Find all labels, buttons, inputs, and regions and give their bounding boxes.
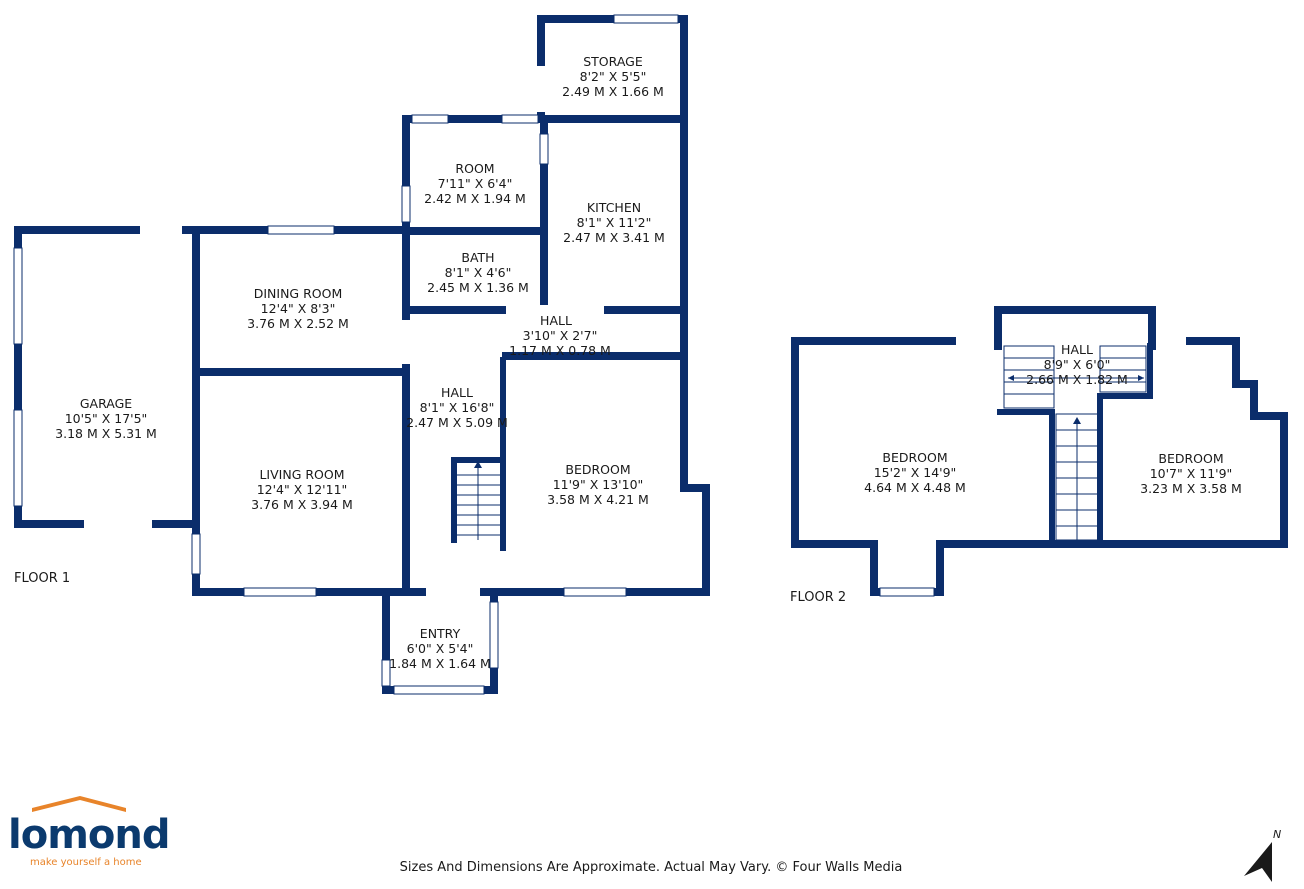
room-imperial: 10'7" X 11'9" <box>1150 466 1233 481</box>
room-name: DINING ROOM <box>254 286 343 301</box>
room-name: BATH <box>461 250 494 265</box>
room-room: ROOM 7'11" X 6'4" 2.42 M X 1.94 M <box>424 161 526 206</box>
brand-tagline: make yourself a home <box>30 857 142 868</box>
room-name: STORAGE <box>583 54 643 69</box>
room-name: HALL <box>441 385 473 400</box>
room-metric: 2.42 M X 1.94 M <box>424 191 526 206</box>
room-metric: 2.47 M X 3.41 M <box>563 230 665 245</box>
floor-1-label: FLOOR 1 <box>14 571 70 586</box>
room-imperial: 12'4" X 8'3" <box>261 301 336 316</box>
room-dining-room: DINING ROOM 12'4" X 8'3" 3.76 M X 2.52 M <box>247 286 349 331</box>
room-living-room: LIVING ROOM 12'4" X 12'11" 3.76 M X 3.94… <box>251 467 353 512</box>
room-imperial: 8'1" X 4'6" <box>445 265 512 280</box>
room-metric: 1.84 M X 1.64 M <box>389 656 491 671</box>
room-metric: 3.58 M X 4.21 M <box>547 492 649 507</box>
floor-1-openings <box>84 66 604 597</box>
room-metric: 3.76 M X 2.52 M <box>247 316 349 331</box>
room-metric: 3.18 M X 5.31 M <box>55 426 157 441</box>
roof-icon <box>32 796 126 812</box>
room-bedroom-1: BEDROOM 11'9" X 13'10" 3.58 M X 4.21 M <box>547 462 649 507</box>
room-metric: 2.45 M X 1.36 M <box>427 280 529 295</box>
room-imperial: 12'4" X 12'11" <box>257 482 348 497</box>
room-name: GARAGE <box>80 396 132 411</box>
room-name: HALL <box>1061 342 1093 357</box>
room-name: ENTRY <box>420 626 461 641</box>
compass-label: N <box>1273 828 1281 841</box>
room-hall-small: HALL 3'10" X 2'7" 1.17 M X 0.78 M <box>509 313 611 358</box>
room-metric: 1.17 M X 0.78 M <box>509 343 611 358</box>
room-bedroom-2: BEDROOM 15'2" X 14'9" 4.64 M X 4.48 M <box>864 450 966 495</box>
room-imperial: 8'1" X 11'2" <box>577 215 652 230</box>
room-metric: 4.64 M X 4.48 M <box>864 480 966 495</box>
room-name: BEDROOM <box>882 450 947 465</box>
room-hall-upper: HALL 8'9" X 6'0" 2.66 M X 1.82 M <box>1026 342 1128 387</box>
room-imperial: 7'11" X 6'4" <box>438 176 513 191</box>
room-imperial: 15'2" X 14'9" <box>874 465 957 480</box>
north-arrow-icon: N <box>1244 828 1281 882</box>
room-hall: HALL 8'1" X 16'8" 2.47 M X 5.09 M <box>406 385 508 430</box>
room-imperial: 6'0" X 5'4" <box>407 641 474 656</box>
room-garage: GARAGE 10'5" X 17'5" 3.18 M X 5.31 M <box>55 396 157 441</box>
room-name: ROOM <box>455 161 494 176</box>
floor-1-windows <box>13 14 679 695</box>
room-metric: 3.76 M X 3.94 M <box>251 497 353 512</box>
room-imperial: 10'5" X 17'5" <box>65 411 148 426</box>
room-name: HALL <box>540 313 572 328</box>
room-imperial: 8'9" X 6'0" <box>1044 357 1111 372</box>
room-bedroom-3: BEDROOM 10'7" X 11'9" 3.23 M X 3.58 M <box>1140 451 1242 496</box>
room-storage: STORAGE 8'2" X 5'5" 2.49 M X 1.66 M <box>562 54 664 99</box>
room-name: BEDROOM <box>1158 451 1223 466</box>
room-name: LIVING ROOM <box>259 467 344 482</box>
room-name: KITCHEN <box>587 200 641 215</box>
disclaimer-text: Sizes And Dimensions Are Approximate. Ac… <box>400 860 903 875</box>
room-metric: 2.66 M X 1.82 M <box>1026 372 1128 387</box>
room-metric: 2.49 M X 1.66 M <box>562 84 664 99</box>
room-metric: 3.23 M X 3.58 M <box>1140 481 1242 496</box>
room-metric: 2.47 M X 5.09 M <box>406 415 508 430</box>
room-imperial: 8'2" X 5'5" <box>580 69 647 84</box>
floor-2-label: FLOOR 2 <box>790 590 846 605</box>
floor-2-windows <box>879 587 935 597</box>
brand-name: lomond <box>8 812 169 858</box>
room-bath: BATH 8'1" X 4'6" 2.45 M X 1.36 M <box>427 250 529 295</box>
floor-2-stairs <box>1003 345 1147 541</box>
floor-2-walls <box>791 306 1288 596</box>
room-imperial: 11'9" X 13'10" <box>553 477 644 492</box>
floor-1-stairs <box>456 461 500 540</box>
brand-logo: lomond make yourself a home <box>8 796 170 868</box>
room-kitchen: KITCHEN 8'1" X 11'2" 2.47 M X 3.41 M <box>563 200 665 245</box>
room-imperial: 8'1" X 16'8" <box>420 400 495 415</box>
room-name: BEDROOM <box>565 462 630 477</box>
room-entry: ENTRY 6'0" X 5'4" 1.84 M X 1.64 M <box>389 626 491 671</box>
room-imperial: 3'10" X 2'7" <box>523 328 598 343</box>
